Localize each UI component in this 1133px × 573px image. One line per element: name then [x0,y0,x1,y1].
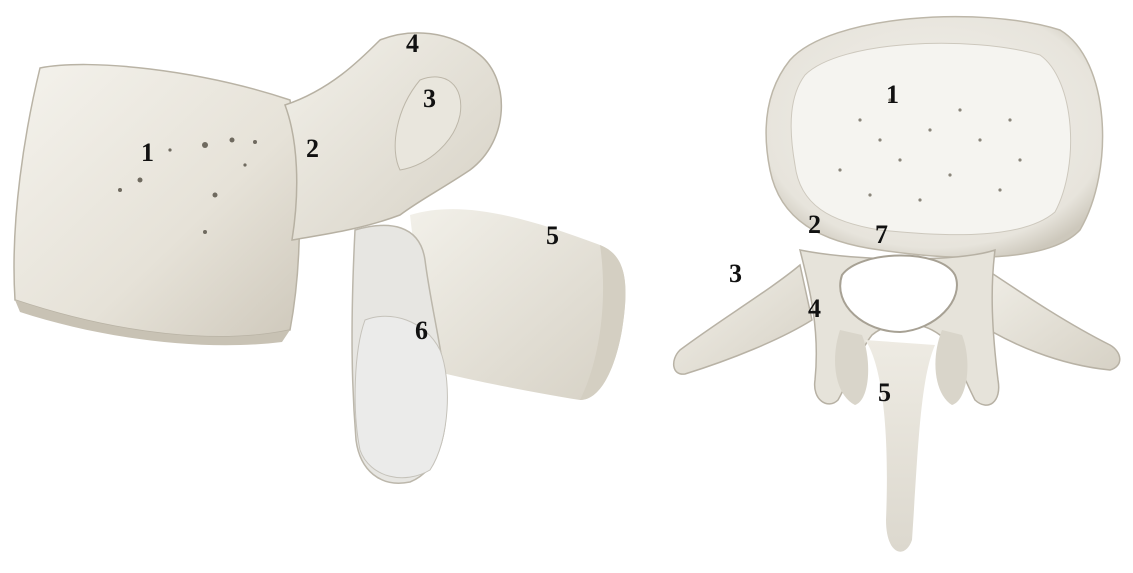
lateral-label-3: 3 [423,86,436,112]
lateral-label-4: 4 [406,31,419,57]
superior-label-3: 3 [729,261,742,287]
lateral-label-1: 1 [141,140,154,166]
vertebral-body-shape [14,65,299,337]
superior-label-7: 7 [875,222,888,248]
lateral-view-illustration [14,33,625,483]
lateral-label-6: 6 [415,318,428,344]
superior-label-2: 2 [808,212,821,238]
lateral-label-5: 5 [546,223,559,249]
superior-label-5: 5 [878,380,891,406]
superior-label-4: 4 [808,296,821,322]
lateral-label-2: 2 [306,136,319,162]
superior-label-1: 1 [886,82,899,108]
